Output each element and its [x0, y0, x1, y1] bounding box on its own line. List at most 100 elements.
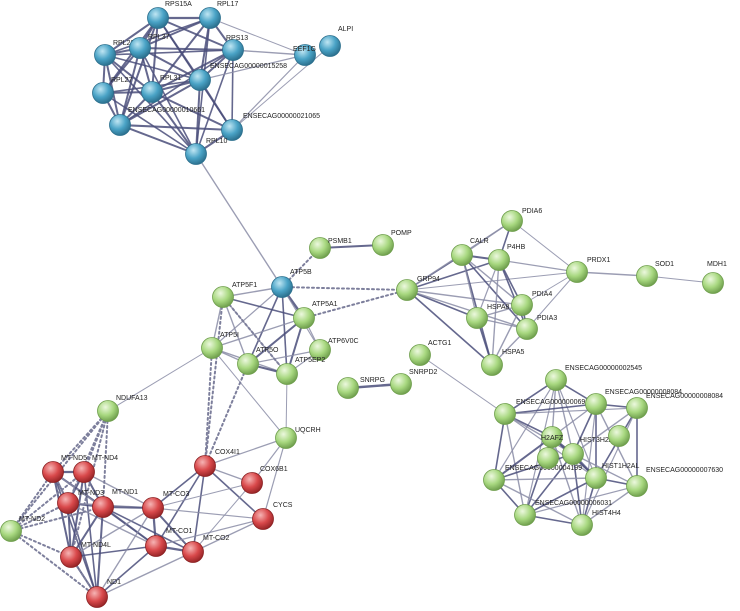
- node-atp5i[interactable]: ATP5I: [201, 332, 239, 359]
- node-h2aextra[interactable]: [537, 447, 559, 469]
- node-hist1h2al[interactable]: HIST1H2AL: [585, 463, 640, 489]
- node-rpl37[interactable]: RPL37: [129, 34, 170, 59]
- node-bubble-pomp[interactable]: [372, 234, 394, 256]
- node-bubble-e10661[interactable]: [109, 114, 131, 136]
- node-calr[interactable]: CALR: [451, 238, 489, 266]
- node-mtnd1[interactable]: MT-ND1: [92, 489, 139, 518]
- node-psmb1[interactable]: PSMB1: [309, 237, 352, 259]
- node-e6904[interactable]: ENSECAG00000006904: [494, 399, 594, 425]
- node-bubble-rpl31[interactable]: [141, 81, 163, 103]
- node-bubble-rpl27[interactable]: [92, 82, 114, 104]
- node-atp6v0c[interactable]: ATP6V0C: [309, 338, 359, 361]
- node-atp5a1[interactable]: ATP5A1: [293, 301, 338, 329]
- node-mtnd5[interactable]: MT-ND5: [42, 455, 88, 483]
- node-rpl31[interactable]: RPL31: [141, 75, 182, 103]
- node-snrpg[interactable]: SNRPG: [337, 377, 385, 399]
- node-e8084b[interactable]: ENSECAG00000008084: [626, 393, 724, 419]
- node-bubble-e6904[interactable]: [494, 403, 516, 425]
- node-bubble-hspa8[interactable]: [466, 307, 488, 329]
- node-e21065[interactable]: ENSECAG00000021065: [221, 113, 321, 141]
- node-prdx1[interactable]: PRDX1: [566, 257, 611, 283]
- node-e6031[interactable]: ENSECAG00000006031: [514, 500, 613, 526]
- node-bubble-hist3h2a[interactable]: [562, 443, 584, 465]
- node-bubble-calr[interactable]: [451, 244, 473, 266]
- node-snrpd2[interactable]: SNRPD2: [390, 369, 438, 395]
- node-h2afz[interactable]: H2AFZ: [541, 426, 564, 448]
- node-e4199[interactable]: ENSECAG00000004199: [483, 465, 583, 491]
- node-bubble-h2afz[interactable]: [541, 426, 563, 448]
- node-p4hb[interactable]: P4HB: [488, 244, 526, 271]
- node-bubble-e4199[interactable]: [483, 469, 505, 491]
- node-sod1[interactable]: SOD1: [636, 261, 675, 287]
- node-bubble-pdia4[interactable]: [511, 294, 533, 316]
- node-pdia6[interactable]: PDIA6: [501, 208, 543, 232]
- node-bubble-rpl37[interactable]: [129, 37, 151, 59]
- node-bubble-mtco1[interactable]: [145, 535, 167, 557]
- node-grp94[interactable]: GRP94: [396, 276, 441, 301]
- node-cox6b1[interactable]: COX6B1: [241, 466, 288, 494]
- node-bubble-snrpd2[interactable]: [390, 373, 412, 395]
- node-bubble-nd1[interactable]: [86, 586, 108, 608]
- node-bubble-rps13[interactable]: [222, 39, 244, 61]
- node-bubble-mtnd5[interactable]: [42, 461, 64, 483]
- node-bubble-rpl22[interactable]: [94, 44, 116, 66]
- node-hspa5[interactable]: HSPA5: [481, 349, 525, 376]
- node-e7630[interactable]: ENSECAG00000007630: [626, 467, 724, 497]
- node-bubble-snrpg[interactable]: [337, 377, 359, 399]
- node-hspa8[interactable]: HSPA8: [466, 304, 510, 329]
- node-bubble-atp5o[interactable]: [237, 353, 259, 375]
- node-pdia3[interactable]: PDIA3: [516, 315, 558, 340]
- node-bubble-atp5a1[interactable]: [293, 307, 315, 329]
- node-rps15a[interactable]: RPS15A: [147, 1, 193, 29]
- node-bubble-mtnd4[interactable]: [73, 461, 95, 483]
- node-bubble-actg1[interactable]: [409, 344, 431, 366]
- node-bubble-pdia6[interactable]: [501, 210, 523, 232]
- node-nd1[interactable]: ND1: [86, 579, 122, 608]
- node-mtco3[interactable]: MT-CO3: [142, 491, 190, 519]
- node-e10661[interactable]: ENSECAG00000010661: [109, 107, 206, 136]
- node-bubble-hist1h2al[interactable]: [585, 467, 607, 489]
- node-atp5ep2[interactable]: ATP5EP2: [276, 357, 326, 385]
- node-bubble-mtco3[interactable]: [142, 497, 164, 519]
- node-rpl22[interactable]: RPL22: [94, 40, 135, 66]
- node-atp5b[interactable]: ATP5B: [271, 269, 312, 298]
- node-mtnd3[interactable]: MT-ND3: [57, 490, 105, 514]
- node-mtco1[interactable]: MT-CO1: [145, 528, 193, 557]
- node-bubble-cox4i1[interactable]: [194, 455, 216, 477]
- node-uqcrh[interactable]: UQCRH: [275, 427, 321, 449]
- node-mtnd4[interactable]: MT-ND4: [73, 455, 119, 483]
- node-bubble-sod1[interactable]: [636, 265, 658, 287]
- node-atp5f1[interactable]: ATP5F1: [212, 282, 258, 308]
- node-bubble-uqcrh[interactable]: [275, 427, 297, 449]
- node-mtnd4l[interactable]: MT-ND4L: [60, 542, 112, 568]
- node-bubble-e15258[interactable]: [189, 69, 211, 91]
- node-bubble-mtnd4l[interactable]: [60, 546, 82, 568]
- node-e15258[interactable]: ENSECAG00000015258: [189, 63, 288, 91]
- node-bubble-atp5b[interactable]: [271, 276, 293, 298]
- node-bubble-rpl17[interactable]: [199, 7, 221, 29]
- node-rpl17[interactable]: RPL17: [199, 1, 239, 29]
- node-bubble-rpl10[interactable]: [185, 143, 207, 165]
- node-bubble-mtnd2[interactable]: [0, 520, 22, 542]
- node-atp5o[interactable]: ATP5O: [237, 347, 279, 375]
- node-bubble-hspa5[interactable]: [481, 354, 503, 376]
- node-bubble-e2545[interactable]: [545, 369, 567, 391]
- node-bubble-e8084[interactable]: [585, 393, 607, 415]
- node-rps13[interactable]: RPS13: [222, 35, 249, 61]
- node-bubble-grp94[interactable]: [396, 279, 418, 301]
- node-bubble-hist4[interactable]: [571, 514, 593, 536]
- node-pdia4[interactable]: PDIA4: [511, 291, 553, 316]
- node-e2545[interactable]: ENSECAG00000002545: [545, 365, 643, 391]
- node-rpl10[interactable]: RPL10: [185, 138, 228, 165]
- node-mtnd2[interactable]: MT-ND2: [0, 516, 46, 542]
- node-bubble-e7630[interactable]: [626, 475, 648, 497]
- node-e8084[interactable]: ENSECAG00000008084: [585, 389, 683, 415]
- node-bubble-prdx1[interactable]: [566, 261, 588, 283]
- node-bubble-h2aextra[interactable]: [537, 447, 559, 469]
- node-bubble-mtco2[interactable]: [182, 541, 204, 563]
- node-bubble-atp5i[interactable]: [201, 337, 223, 359]
- node-cycs[interactable]: CYCS: [252, 502, 293, 530]
- node-alpi[interactable]: ALPI: [319, 26, 354, 57]
- node-rpl27[interactable]: RPL27: [92, 77, 133, 104]
- node-actg1[interactable]: ACTG1: [409, 340, 452, 366]
